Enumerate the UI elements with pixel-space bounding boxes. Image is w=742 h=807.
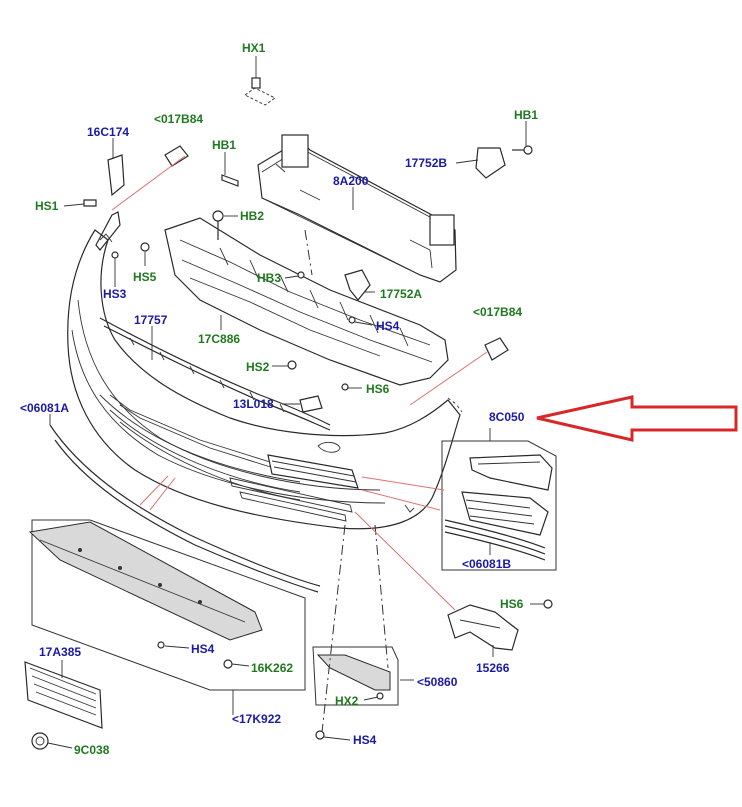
label-16k262: 16K262	[251, 661, 294, 675]
label-50860: <50860	[417, 675, 458, 689]
label-06081b: <06081B	[462, 557, 512, 571]
label-17757: 17757	[134, 313, 168, 327]
label-hs4-lower-left: HS4	[191, 642, 215, 656]
label-hs2: HS2	[246, 360, 270, 374]
label-hs1: HS1	[35, 199, 59, 213]
upper-clip-strip	[99, 317, 331, 431]
label-8a200: 8A200	[333, 174, 369, 188]
label-17752a: 17752A	[380, 287, 423, 301]
licence-plate-bracket	[24, 661, 103, 729]
label-16c174: 16C174	[87, 125, 130, 139]
side-bracket	[447, 604, 519, 651]
parking-sensor	[31, 732, 49, 750]
lower-bracket-box	[312, 646, 399, 706]
label-15266: 15266	[476, 661, 510, 675]
label-hb1-right: HB1	[514, 108, 539, 122]
label-hx2: HX2	[335, 694, 359, 708]
bumper-reinforcement-beam	[244, 87, 457, 283]
label-17752b: 17752B	[405, 156, 448, 170]
label-017b84-right: <017B84	[473, 305, 523, 319]
label-hs6-lower: HS6	[500, 597, 524, 611]
label-9c038: 9C038	[74, 743, 110, 757]
label-hs5: HS5	[133, 270, 157, 284]
label-hb2: HB2	[240, 209, 265, 223]
callout-lines	[111, 155, 488, 611]
highlight-arrow	[536, 395, 738, 442]
grille-inserts-group	[441, 440, 557, 571]
lower-splash-panel	[28, 519, 306, 691]
label-hs6-upper: HS6	[366, 382, 390, 396]
label-hb3: HB3	[257, 271, 282, 285]
lower-trim-strip	[49, 424, 321, 593]
label-13l018: 13L018	[233, 397, 274, 411]
label-hs4-bottom: HS4	[353, 733, 377, 747]
label-17k922: <17K922	[232, 712, 282, 726]
fixings	[83, 77, 553, 740]
label-017b84-top: <017B84	[154, 112, 204, 126]
label-06081a: <06081A	[20, 401, 70, 415]
label-8c050: 8C050	[489, 410, 525, 424]
leader-lines	[47, 56, 544, 749]
label-17a385: 17A385	[39, 645, 82, 659]
label-hb1-left: HB1	[212, 138, 237, 152]
label-hs4-upper: HS4	[376, 319, 400, 333]
label-hx1: HX1	[242, 41, 266, 55]
undertray-panel	[164, 217, 449, 386]
label-17c886: 17C886	[198, 332, 241, 346]
label-hs3: HS3	[103, 287, 127, 301]
